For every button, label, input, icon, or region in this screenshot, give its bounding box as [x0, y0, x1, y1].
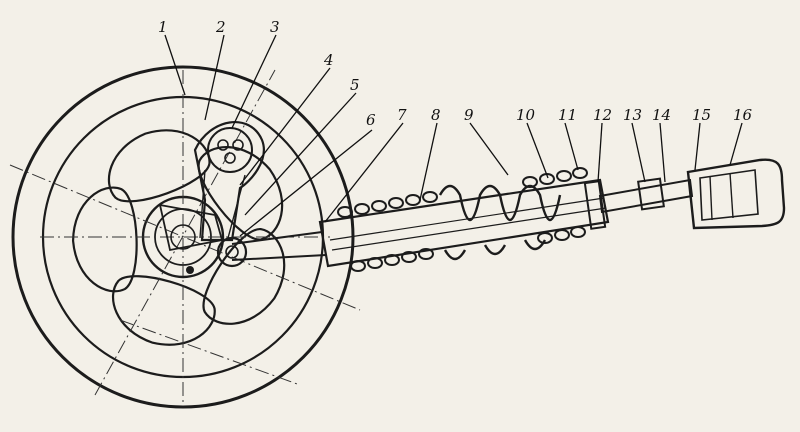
label-2: 2	[215, 18, 226, 36]
label-6: 6	[366, 111, 376, 129]
label-14: 14	[652, 106, 671, 124]
flywheel	[9, 65, 361, 409]
label-1: 1	[158, 18, 168, 36]
label-11: 11	[558, 106, 577, 124]
part-labels: 1 2 3 4 5 6 7 8 9 10 11 12 13 14 15 16	[158, 18, 753, 129]
label-9: 9	[464, 106, 474, 124]
label-5: 5	[350, 76, 360, 94]
label-13: 13	[623, 106, 642, 124]
label-3: 3	[270, 18, 280, 36]
label-12: 12	[593, 106, 612, 124]
label-4: 4	[323, 51, 334, 69]
label-10: 10	[516, 106, 536, 124]
label-8: 8	[431, 106, 441, 124]
label-7: 7	[397, 106, 407, 124]
label-15: 15	[692, 106, 711, 124]
label-16: 16	[733, 106, 753, 124]
eccentric-arm	[158, 121, 265, 268]
spring-assembly	[231, 158, 786, 272]
leader-lines	[164, 34, 743, 237]
